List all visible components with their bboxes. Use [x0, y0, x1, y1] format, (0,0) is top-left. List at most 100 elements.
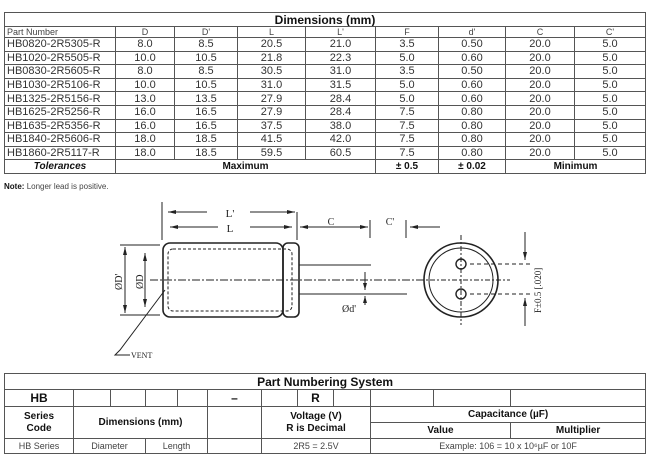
- code-dash: –: [207, 389, 262, 407]
- dimension-cell: 42.0: [305, 132, 376, 147]
- dimension-cell: 7.5: [375, 118, 439, 134]
- dimension-cell: 5.0: [573, 50, 647, 66]
- part-number-cell: HB1030-2R5106-R: [4, 77, 116, 93]
- dimension-cell: 20.0: [505, 132, 575, 147]
- dimension-cell: 21.8: [237, 50, 306, 66]
- dimension-cell: 8.5: [174, 37, 238, 52]
- part-number-cell: HB1325-2R5156-R: [4, 91, 116, 106]
- dimension-cell: 27.9: [237, 104, 306, 120]
- dimension-cell: 20.0: [505, 91, 575, 106]
- dimension-cell: 38.0: [305, 118, 376, 134]
- tolerance-f: ± 0.5: [375, 159, 439, 175]
- dimension-cell: 18.5: [174, 145, 238, 161]
- example-diameter: Diameter: [73, 438, 146, 454]
- dimension-cell: 21.0: [305, 37, 376, 52]
- dimension-cell: 5.0: [375, 91, 439, 106]
- dimension-cell: 10.5: [174, 77, 238, 93]
- dimension-cell: 20.5: [237, 37, 306, 52]
- label-lead-diameter: Ød': [342, 304, 356, 315]
- dimension-cell: 7.5: [375, 145, 439, 161]
- part-number-cell: HB0830-2R5605-R: [4, 64, 116, 79]
- dimension-cell: 20.0: [505, 37, 575, 52]
- dimension-cell: 8.5: [174, 64, 238, 79]
- part-number-cell: HB0820-2R5305-R: [4, 37, 116, 52]
- dimension-cell: 5.0: [573, 104, 647, 120]
- label-vent: VENT: [131, 351, 152, 360]
- dimension-cell: 16.0: [115, 118, 175, 134]
- example-capacitance: Example: 106 = 10 x 10⁶µF or 10F: [369, 438, 647, 454]
- dimension-cell: 41.5: [237, 132, 306, 147]
- dimension-cell: 20.0: [505, 145, 575, 161]
- dimension-cell: 0.80: [438, 132, 506, 147]
- dimension-cell: 5.0: [573, 91, 647, 106]
- part-numbering-title: Part Numbering System: [3, 373, 647, 390]
- capacitance-label: Capacitance (µF): [369, 406, 647, 423]
- dimension-cell: 13.5: [174, 91, 238, 106]
- dimension-cell: 5.0: [573, 64, 647, 79]
- tolerance-maximum: Maximum: [115, 159, 376, 175]
- dimension-cell: 5.0: [573, 118, 647, 134]
- label-c: C: [328, 217, 335, 228]
- dimension-cell: 28.4: [305, 91, 376, 106]
- label-c-prime: C': [386, 217, 395, 228]
- dimension-cell: 10.5: [174, 50, 238, 66]
- code-r: R: [297, 389, 334, 407]
- voltage-label: Voltage (V)R is Decimal: [261, 406, 371, 439]
- dimension-cell: 16.5: [174, 118, 238, 134]
- column-header: C': [573, 26, 647, 38]
- note-label: Note:: [4, 182, 25, 191]
- label-od-prime: ØD': [114, 274, 125, 290]
- dimension-cell: 60.5: [305, 145, 376, 161]
- dimension-cell: 0.80: [438, 145, 506, 161]
- dimension-cell: 5.0: [573, 145, 647, 161]
- dimension-cell: 5.0: [375, 50, 439, 66]
- label-l-prime: L': [226, 208, 235, 220]
- part-number-cell: HB1840-2R5606-R: [4, 132, 116, 147]
- part-number-cell: HB1860-2R5117-R: [4, 145, 116, 161]
- part-number-cell: HB1635-2R5356-R: [4, 118, 116, 134]
- code-series: HB: [4, 389, 74, 407]
- dimension-cell: 0.80: [438, 104, 506, 120]
- dimension-cell: 16.5: [174, 104, 238, 120]
- dimensions-title: Dimensions (mm): [3, 12, 647, 27]
- dimension-cell: 8.0: [115, 37, 175, 52]
- dimension-cell: 16.0: [115, 104, 175, 120]
- dimensions-label: Dimensions (mm): [73, 406, 208, 439]
- label-od: ØD: [135, 275, 146, 289]
- dimension-cell: 37.5: [237, 118, 306, 134]
- value-label: Value: [370, 422, 511, 439]
- dimension-cell: 3.5: [375, 37, 439, 52]
- note-text: Longer lead is positive.: [26, 182, 109, 191]
- dimension-cell: 27.9: [237, 91, 306, 106]
- dimension-cell: 0.50: [438, 64, 506, 79]
- dimension-cell: 20.0: [505, 77, 575, 93]
- dimension-cell: 59.5: [237, 145, 306, 161]
- dimension-cell: 18.0: [115, 132, 175, 147]
- tolerance-minimum: Minimum: [504, 159, 647, 175]
- dimension-cell: 5.0: [573, 37, 647, 52]
- column-header: L: [237, 26, 306, 38]
- column-header: D': [174, 26, 238, 38]
- capacitor-diagram: L' L C C' ØD' ØD Ød' F±0.5 [.020] VENT: [113, 202, 543, 360]
- dimension-cell: 5.0: [375, 77, 439, 93]
- dimension-cell: 18.5: [174, 132, 238, 147]
- dimension-cell: 0.80: [438, 118, 506, 134]
- column-header: D: [115, 26, 175, 38]
- multiplier-label: Multiplier: [509, 422, 647, 439]
- dimension-cell: 31.0: [305, 64, 376, 79]
- dimension-cell: 31.5: [305, 77, 376, 93]
- dimension-cell: 28.4: [305, 104, 376, 120]
- dimension-cell: 0.60: [438, 91, 506, 106]
- part-number-cell: HB1020-2R5505-R: [4, 50, 116, 66]
- dimension-cell: 7.5: [375, 132, 439, 147]
- dimension-cell: 0.60: [438, 77, 506, 93]
